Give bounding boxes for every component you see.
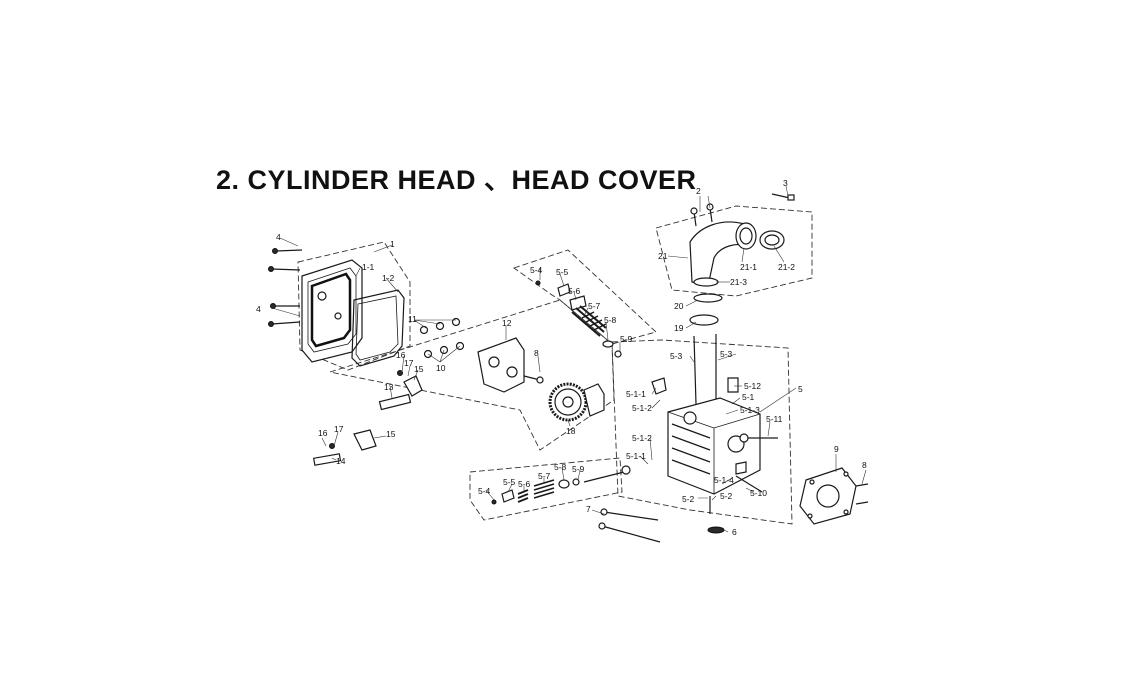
callout-label: 5-1-3 (740, 405, 760, 415)
cylinder-head-group-boundary (611, 339, 793, 525)
callout-label: 5-6 (568, 286, 581, 296)
washer-nuts (419, 317, 465, 359)
callout-label: 4 (256, 304, 261, 314)
callout-label: 5-8 (554, 462, 567, 472)
callout-label: 5-2 (682, 494, 695, 504)
rocker-arm-shafts (312, 370, 423, 466)
head-cover-gasket (351, 289, 405, 367)
head-cover (301, 259, 363, 363)
callout-label: 5-6 (518, 479, 531, 489)
cover-bolts (268, 248, 303, 327)
callout-label: 5-9 (572, 464, 585, 474)
callout-label: 16 (396, 350, 406, 360)
cam-sprocket (548, 382, 605, 422)
callout-label: 11 (408, 314, 417, 324)
head-gasket (799, 467, 857, 525)
callout-label: 17 (334, 424, 344, 434)
callout-label: 5-3 (720, 349, 733, 359)
valve-group-lower-boundary (469, 457, 623, 521)
callout-label: 5-1-1 (626, 389, 646, 399)
callout-label: 8 (862, 460, 867, 470)
valve-group-upper-boundary (513, 249, 657, 345)
callout-label: 14 (336, 456, 346, 466)
callout-label: 5-1-2 (632, 433, 652, 443)
callout-leaders (271, 185, 867, 533)
callout-label: 21-1 (740, 262, 757, 272)
callout-label: 5-5 (556, 267, 569, 277)
intake-manifold (689, 221, 785, 326)
callout-label: 3 (783, 178, 788, 188)
callout-label: 1-2 (382, 273, 395, 283)
callout-label: 5-7 (588, 301, 601, 311)
callout-label: 1 (390, 239, 395, 249)
page-title: 2. CYLINDER HEAD 、HEAD COVER (216, 165, 697, 195)
callout-label: 5-3 (670, 351, 683, 361)
callout-label: 5-10 (750, 488, 767, 498)
callout-label: 19 (674, 323, 684, 333)
dowel-pins (855, 483, 869, 505)
callout-label: 9 (834, 444, 839, 454)
callout-label: 2 (696, 186, 701, 196)
callout-label: 5-4 (530, 265, 543, 275)
callout-label: 5-5 (503, 477, 516, 487)
callout-label: 21-2 (778, 262, 795, 272)
callout-label: 5-9 (620, 334, 633, 344)
callout-label: 5-4 (478, 486, 491, 496)
callout-labels: 1 1-1 1-2 2 3 4 4 5 5-1 5-1-1 5-1-1 5-1-… (256, 178, 867, 537)
callout-label: 13 (384, 382, 394, 392)
cam-holder (477, 337, 544, 393)
callout-label: 5-1-4 (714, 475, 734, 485)
cylinder-head (651, 334, 778, 495)
callout-label: 10 (436, 363, 446, 373)
callout-label: 8 (534, 348, 539, 358)
callout-label: 17 (404, 358, 414, 368)
callout-label: 7 (586, 504, 591, 514)
callout-label: 18 (566, 426, 576, 436)
upper-valve-spring-set (535, 280, 622, 358)
callout-label: 5-7 (538, 471, 551, 481)
callout-label: 1-1 (362, 262, 375, 272)
callout-label: 5-2 (720, 491, 733, 501)
callout-label: 5-1-2 (632, 403, 652, 413)
callout-label: 15 (386, 429, 396, 439)
callout-label: 15 (414, 364, 424, 374)
callout-label: 21-3 (730, 277, 747, 287)
callout-label: 12 (502, 318, 512, 328)
callout-label: 16 (318, 428, 328, 438)
callout-label: 21 (658, 251, 668, 261)
studs-and-gasket-6 (598, 475, 763, 543)
callout-label: 5 (798, 384, 803, 394)
manifold-bolts (690, 193, 795, 227)
callout-label: 20 (674, 301, 684, 311)
callout-label: 5-12 (744, 381, 761, 391)
intake-group-boundary (655, 205, 813, 297)
callout-label: 5-8 (604, 315, 617, 325)
callout-label: 5-11 (766, 414, 783, 424)
callout-label: 6 (732, 527, 737, 537)
callout-label: 5-1 (742, 392, 755, 402)
head-cover-group-boundary (297, 241, 411, 371)
callout-label: 5-1-1 (626, 451, 646, 461)
callout-label: 4 (276, 232, 281, 242)
lower-valve-spring-set (491, 465, 631, 505)
